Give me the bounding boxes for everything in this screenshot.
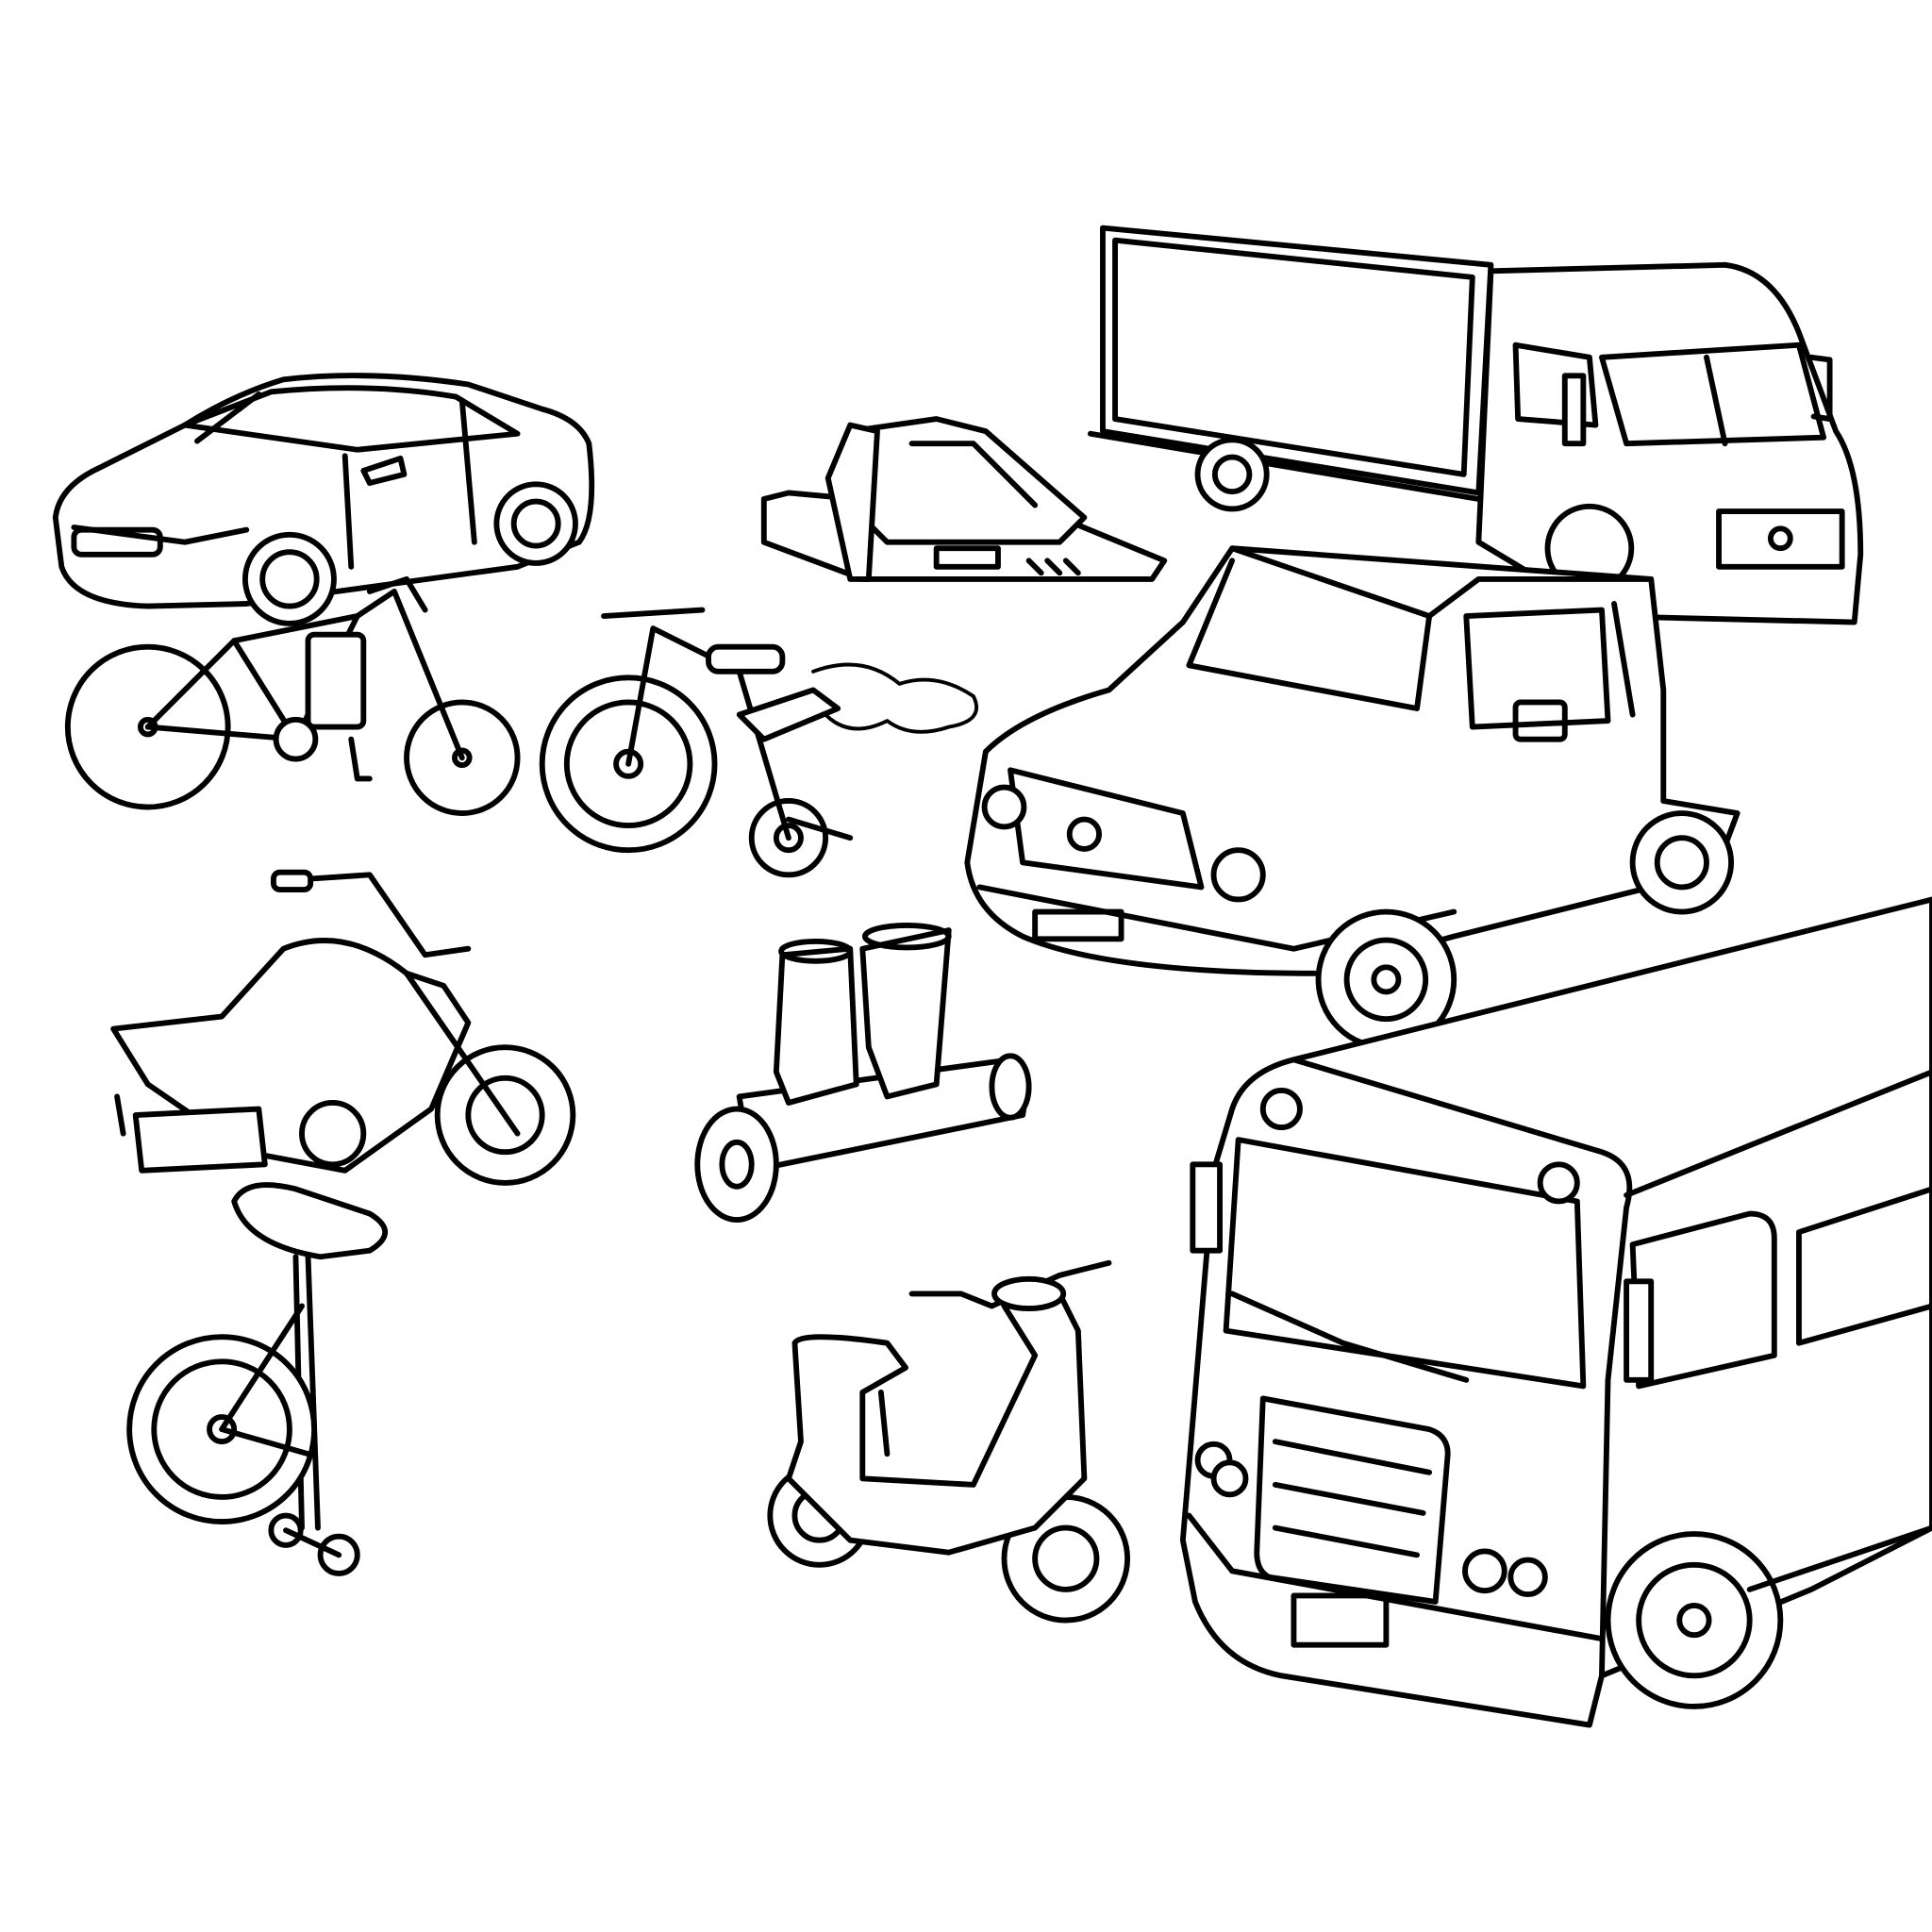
hoverboard — [694, 922, 1032, 1223]
bus — [1179, 896, 1932, 1728]
moped-scooter — [767, 1259, 1131, 1624]
suv — [964, 545, 1740, 1051]
sedan-car — [52, 373, 595, 626]
sled-vehicle — [760, 416, 1168, 582]
motorcycle — [110, 869, 576, 1186]
kids-bicycle — [539, 607, 979, 878]
balance-bike — [126, 1182, 389, 1576]
electric-bicycle — [64, 575, 521, 816]
box-truck — [1087, 225, 1864, 625]
